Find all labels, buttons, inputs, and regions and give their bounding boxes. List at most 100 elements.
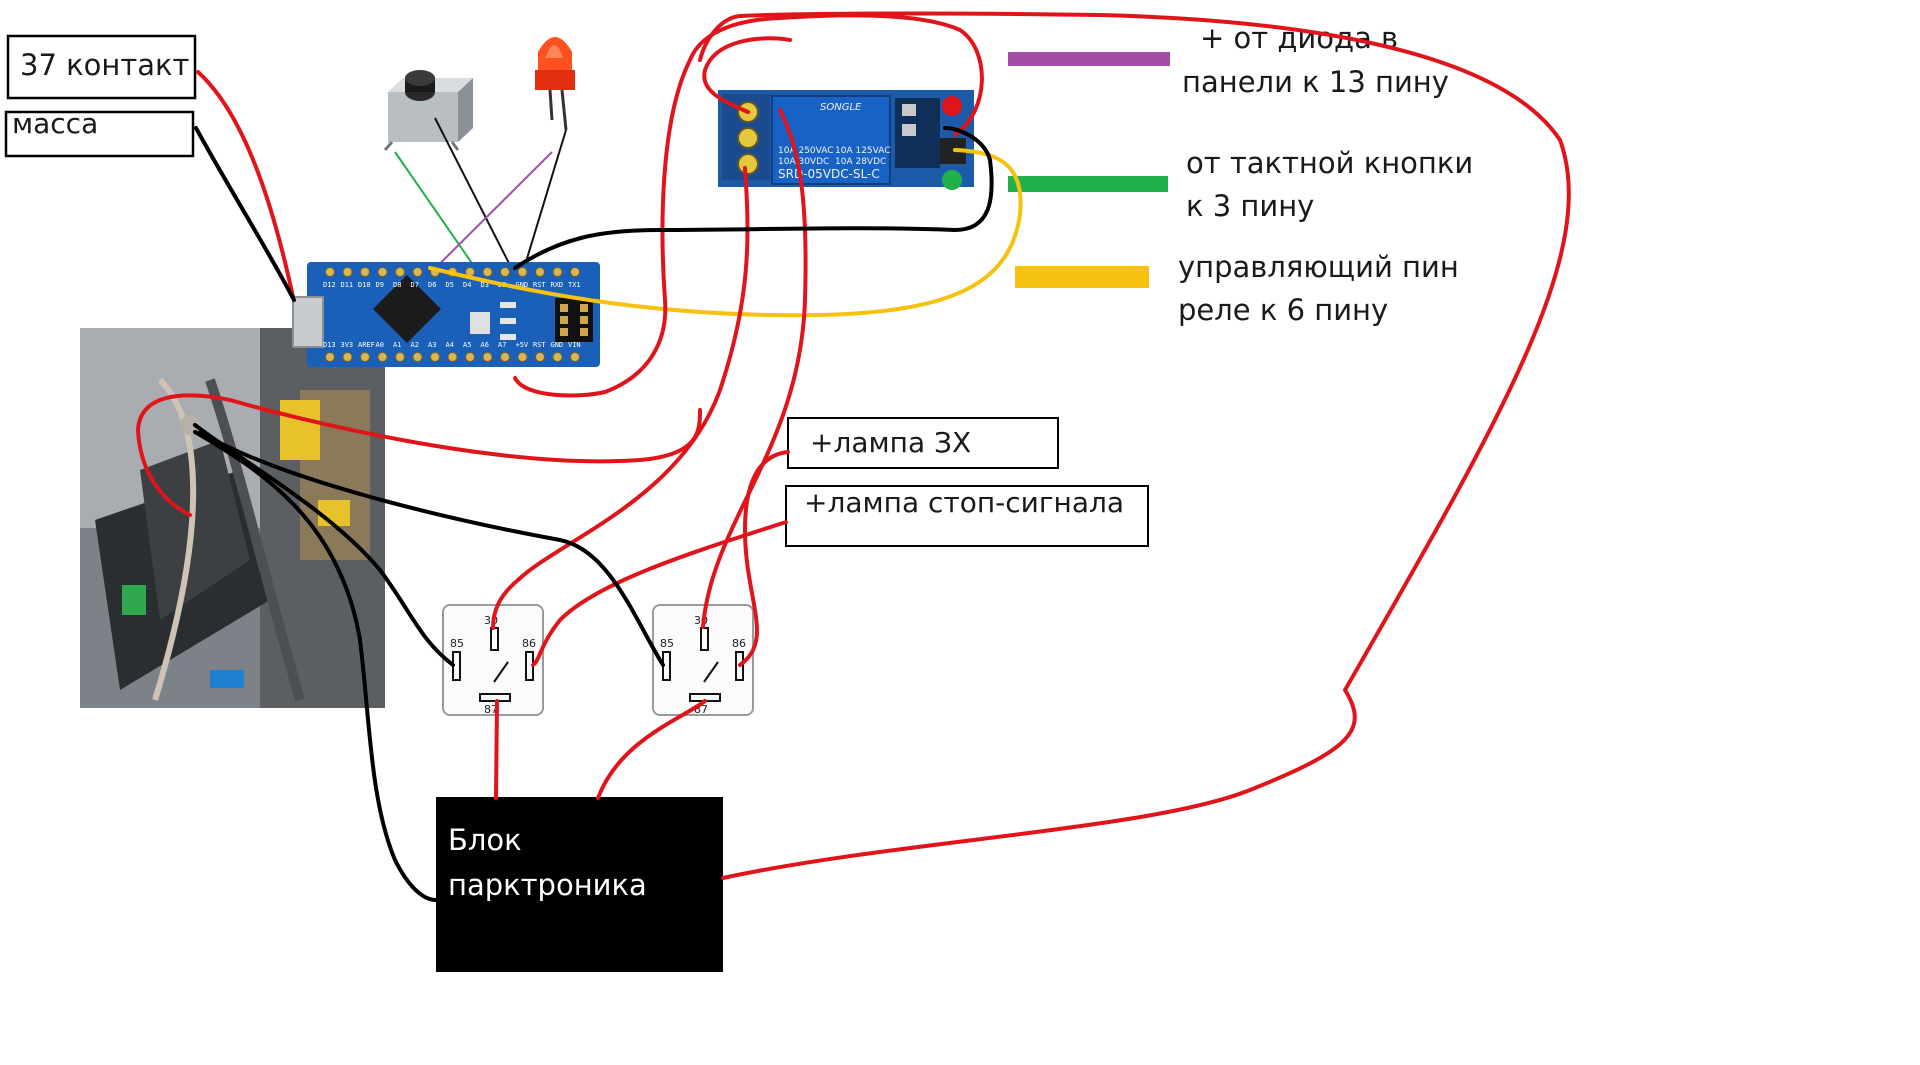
nano-bottom-pin-hole-4 — [395, 352, 405, 362]
relay1-pin86: 86 — [522, 637, 536, 650]
nano-top-pin-label-9: D3 — [481, 281, 489, 289]
nano-top-pin-hole-9 — [482, 267, 493, 277]
ground-box: масса — [4, 107, 195, 158]
nano-top-pin-hole-12 — [535, 267, 545, 277]
nano-top-pin-label-0: D12 — [323, 281, 336, 289]
lamp-stop-box: +лампа стоп-сигнала — [785, 485, 1149, 547]
nano-top-pin-hole-4 — [395, 267, 405, 277]
nano-bottom-pin-hole-14 — [570, 352, 580, 362]
nano-bottom-pin-label-12: RST — [533, 341, 546, 349]
relay-spec-row1a: 10A 250VAC — [778, 146, 834, 156]
ground-label: масса — [12, 107, 98, 140]
nano-bottom-pin-hole-7 — [447, 352, 458, 362]
red-wire-relay-top-loop — [702, 36, 792, 114]
nano-bottom-pin-label-9: A6 — [481, 341, 489, 349]
parktronic-label-line1: Блок — [448, 823, 522, 857]
nano-top-pin-label-11: GND — [516, 281, 529, 289]
legend-purple-swatch — [1008, 52, 1170, 66]
nano-bottom-pin-label-7: A4 — [446, 341, 454, 349]
relay-spec-row1b: 10A 125VAC — [835, 146, 891, 156]
nano-top-pin-hole-14 — [570, 267, 580, 277]
nano-top-pin-hole-11 — [517, 267, 528, 277]
black-wire-ground — [194, 126, 296, 302]
red-led — [535, 37, 575, 131]
relay-spec-row2b: 10A 28VDC — [835, 157, 886, 167]
relay1-pin87: 87 — [484, 703, 498, 716]
contact37-box: 37 контакт — [6, 34, 197, 100]
red-wire-harness-loop — [136, 393, 702, 517]
black-wire-harness-to-relay2 — [198, 430, 665, 667]
nano-bottom-pin-label-11: +5V — [516, 341, 529, 349]
legend-yellow-line2: реле к 6 пину — [1178, 293, 1388, 327]
relay-spec-row2a: 10A 30VDC — [778, 157, 829, 167]
nano-bottom-pin-label-1: 3V3 — [341, 341, 354, 349]
nano-bottom-pin-label-3: A0 — [376, 341, 384, 349]
nano-top-pin-label-12: RST — [533, 281, 546, 289]
nano-bottom-pin-hole-9 — [482, 352, 493, 362]
red-wire-relay-to-autorelay1 — [491, 166, 750, 630]
nano-top-pin-label-6: D6 — [428, 281, 436, 289]
red-wire-loop-nano-relay — [513, 13, 984, 398]
nano-bottom-pin-hole-0 — [325, 352, 335, 362]
nano-top-pin-label-7: D5 — [446, 281, 454, 289]
nano-top-pin-hole-5 — [412, 267, 423, 277]
nano-bottom-pin-label-0: D13 — [323, 341, 336, 349]
nano-bottom-pin-hole-6 — [430, 352, 440, 362]
red-wire-relay-to-autorelay2 — [701, 108, 808, 629]
nano-bottom-pin-hole-10 — [500, 352, 510, 362]
lamp-reverse-box: +лампа ЗХ — [787, 417, 1059, 469]
legend-yellow-line1: управляющий пин — [1178, 250, 1459, 284]
nano-top-pin-label-8: D4 — [463, 281, 471, 289]
lamp-reverse-label: +лампа ЗХ — [810, 426, 971, 459]
terminal-screw-2-icon — [737, 127, 759, 149]
button-wire-black — [434, 117, 516, 276]
relay-module: SONGLE 10A 250VAC 10A 125VAC 10A 30VDC 1… — [718, 90, 974, 190]
nano-bottom-pin-label-5: A2 — [411, 341, 419, 349]
nano-bottom-pin-hole-13 — [552, 352, 563, 362]
legend-green-line2: к 3 пину — [1186, 189, 1314, 223]
nano-top-pin-label-13: RXD — [551, 281, 564, 289]
nano-bottom-pin-label-13: GND — [551, 341, 564, 349]
nano-top-pin-hole-2 — [360, 267, 370, 277]
nano-bottom-pin-label-8: A5 — [463, 341, 471, 349]
nano-top-pin-label-5: D7 — [411, 281, 419, 289]
red-wire-lamp-reverse — [738, 450, 790, 667]
red-wire-relay1-87-to-parktronic — [494, 699, 499, 800]
nano-top-pin-label-2: D10 — [358, 281, 371, 289]
button-wire-green — [394, 151, 479, 273]
nano-bottom-pin-hole-8 — [465, 352, 475, 362]
relay2-pin86: 86 — [732, 637, 746, 650]
nano-bottom-pin-hole-1 — [342, 352, 353, 362]
nano-bottom-pin-hole-11 — [517, 352, 528, 362]
nano-bottom-pin-label-14: VIN — [568, 341, 581, 349]
nano-top-pin-label-3: D9 — [376, 281, 384, 289]
nano-bottom-pin-hole-3 — [377, 352, 388, 362]
black-wire-harness-to-relay1 — [193, 423, 455, 667]
relay-model: SRD-05VDC-SL-C — [778, 167, 880, 181]
nano-top-pin-hole-13 — [552, 267, 563, 277]
red-wire-contact37 — [196, 70, 295, 299]
relay2-pin85: 85 — [660, 637, 674, 650]
tactile-button — [383, 70, 473, 151]
nano-bottom-pin-hole-2 — [360, 352, 370, 362]
nano-bottom-pin-label-2: AREF — [358, 341, 375, 349]
nano-bottom-pin-label-10: A7 — [498, 341, 506, 349]
legend-green-line1: от тактной кнопки — [1186, 146, 1473, 180]
relay-brand: SONGLE — [820, 102, 862, 113]
red-wire-parktronic-to-top — [698, 11, 1571, 880]
legend-yellow-swatch — [1015, 266, 1149, 288]
nano-top-pin-hole-3 — [377, 267, 388, 277]
yellow-control-wire — [428, 148, 1023, 318]
terminal-screw-3-icon — [737, 153, 759, 175]
nano-top-pin-hole-0 — [325, 267, 335, 277]
car-harness-photo — [80, 328, 385, 708]
relay-led-red-icon — [942, 96, 962, 116]
legend-green-swatch — [1008, 176, 1168, 192]
nano-top-pin-hole-10 — [500, 267, 510, 277]
nano-bottom-pin-label-4: A1 — [393, 341, 401, 349]
legend: + от диода в панели к 13 пину от тактной… — [1008, 21, 1473, 327]
nano-bottom-pin-label-6: A3 — [428, 341, 436, 349]
auto-relay-1: 30 85 86 87 — [442, 604, 544, 716]
red-wire-relay2-87-to-parktronic — [596, 699, 707, 800]
